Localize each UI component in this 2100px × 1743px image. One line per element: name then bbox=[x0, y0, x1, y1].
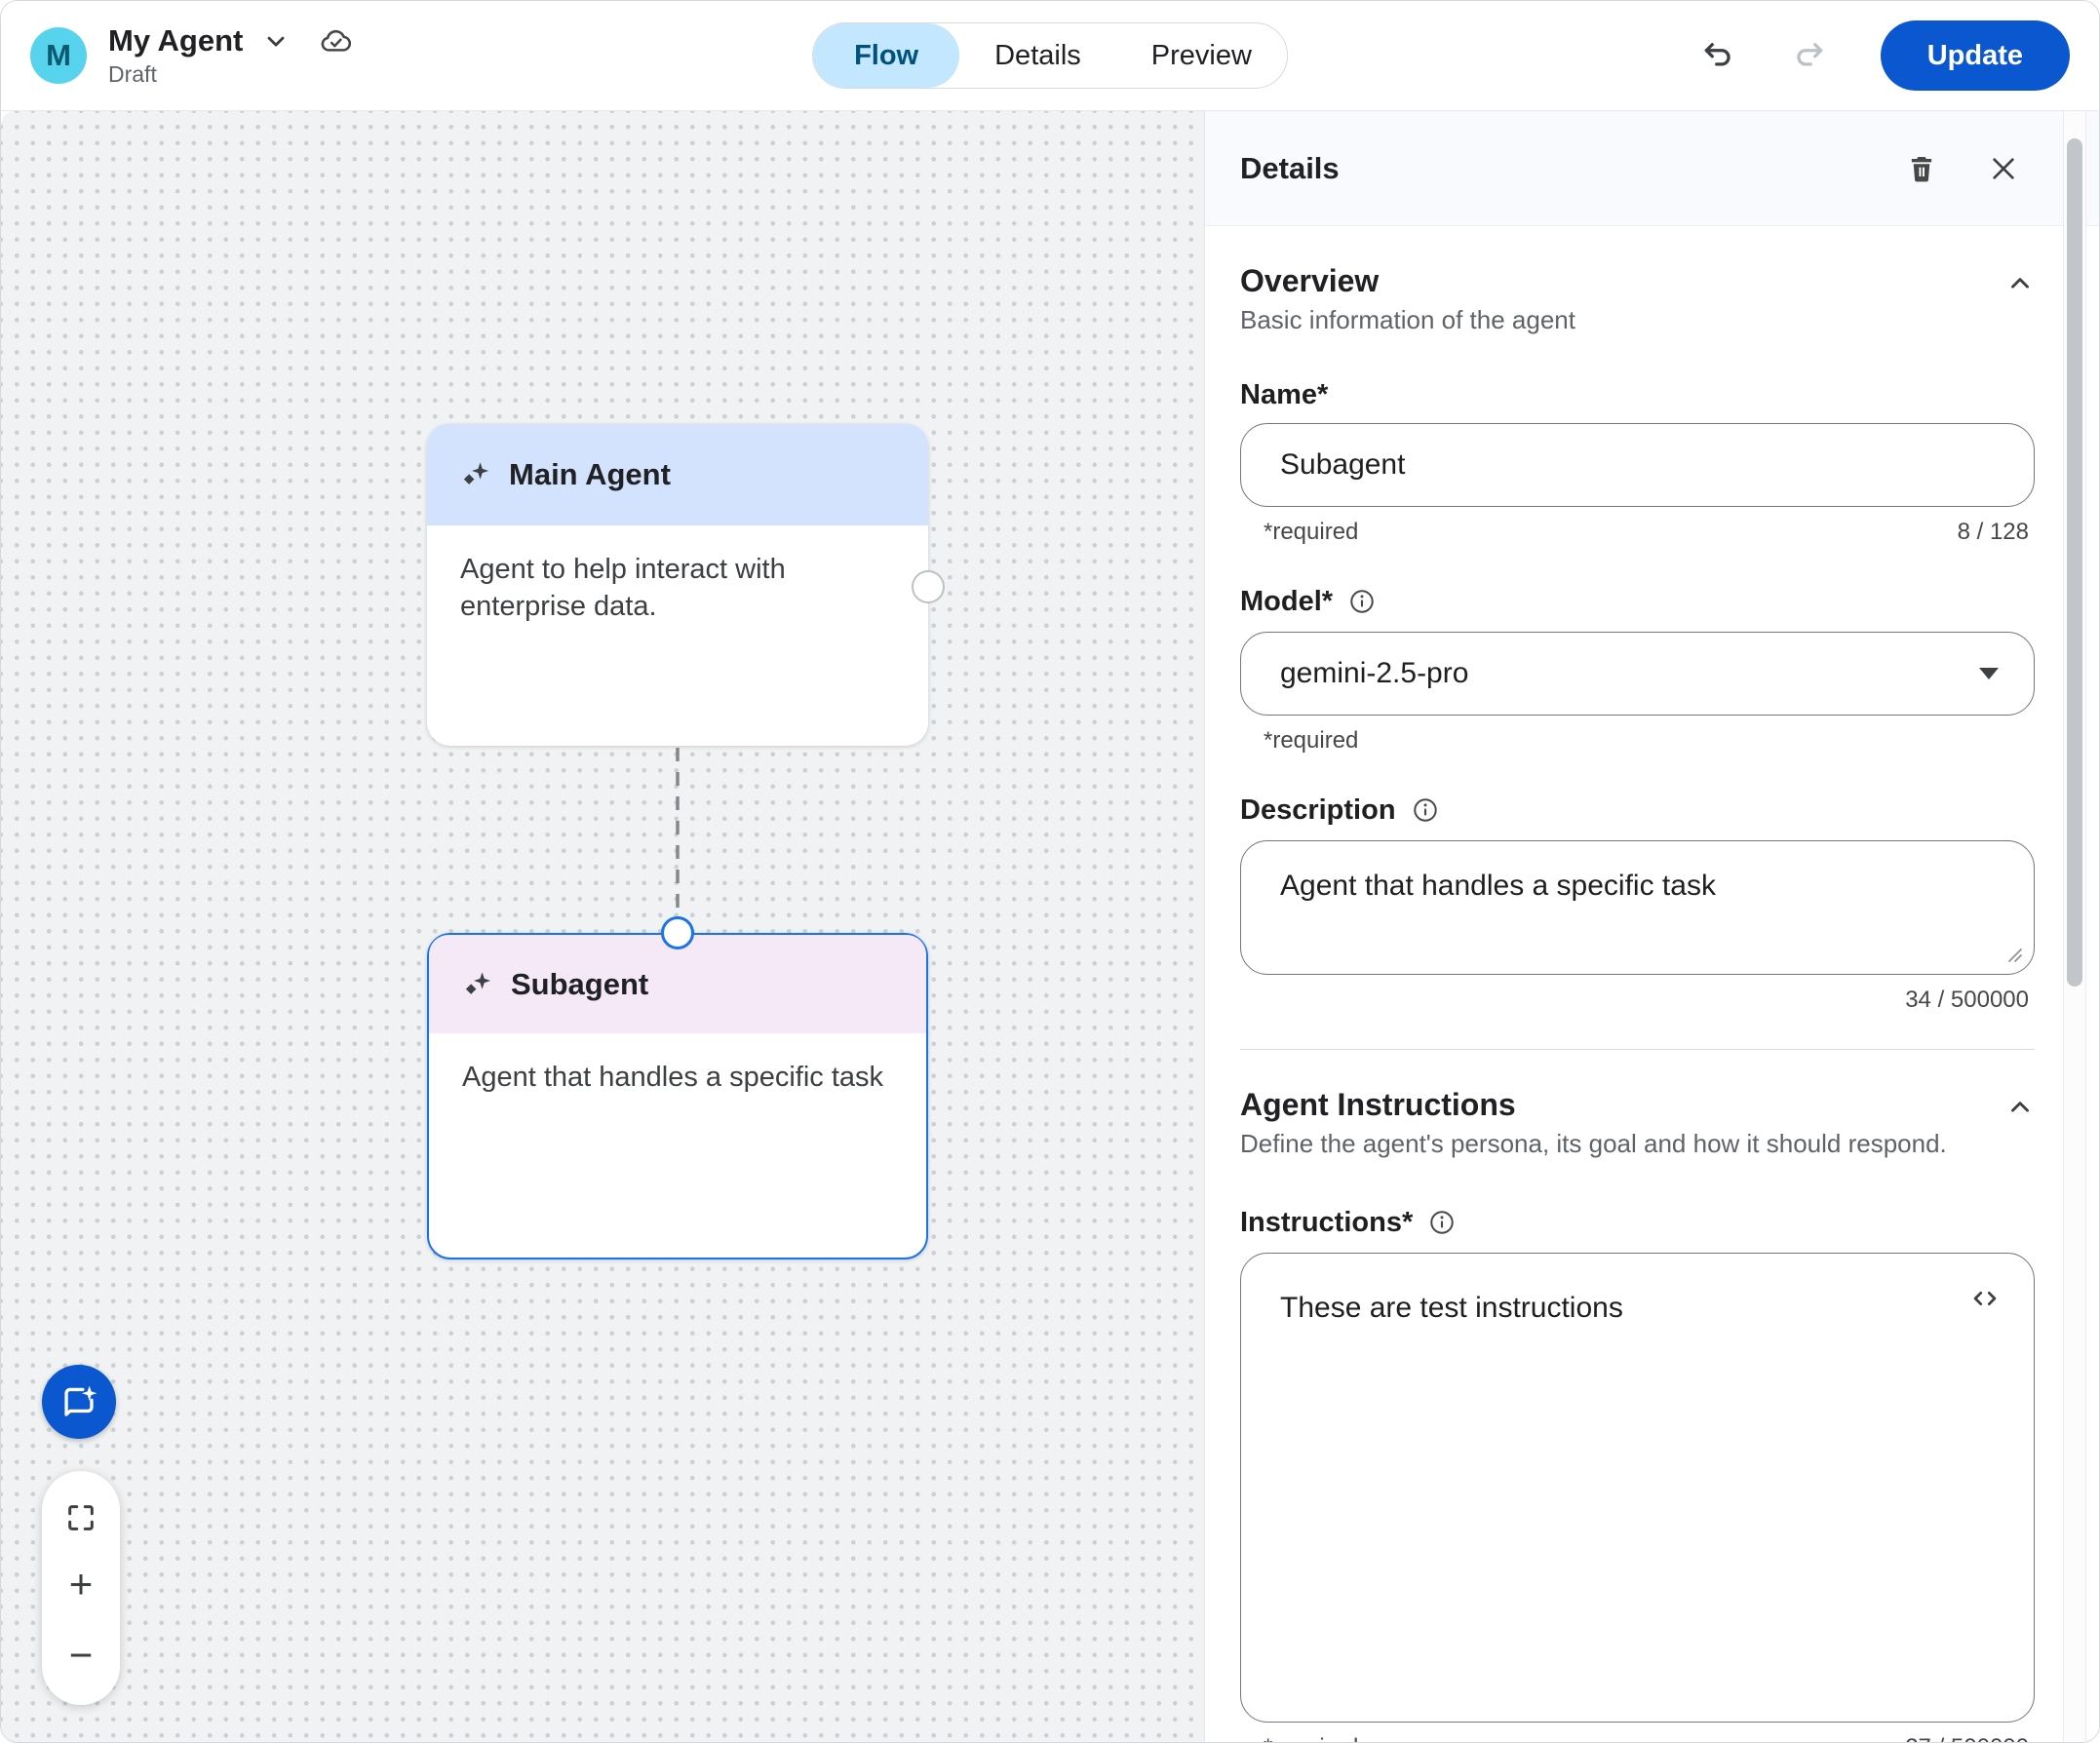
panel-scrollbar-thumb[interactable] bbox=[2067, 138, 2082, 987]
name-label: Name* bbox=[1240, 379, 1329, 410]
page-title: My Agent bbox=[108, 23, 244, 58]
agent-instructions-subheading: Define the agent's persona, its goal and… bbox=[1240, 1129, 1947, 1158]
chat-sparkle-icon bbox=[64, 1385, 97, 1416]
details-panel-body: Overview Basic information of the agent … bbox=[1205, 226, 2099, 1742]
zoom-out-button[interactable]: − bbox=[68, 1631, 94, 1678]
overview-subheading: Basic information of the agent bbox=[1240, 305, 1575, 334]
panel-scrollbar-track[interactable] bbox=[2063, 111, 2086, 1742]
resize-handle-icon[interactable] bbox=[2005, 946, 2023, 963]
agent-instructions-heading: Agent Instructions bbox=[1240, 1087, 1516, 1122]
collapse-overview-button[interactable] bbox=[2005, 269, 2035, 298]
ai-chat-button[interactable] bbox=[42, 1365, 116, 1439]
node-subagent-header: Subagent bbox=[429, 935, 926, 1033]
model-info-icon[interactable] bbox=[1348, 588, 1376, 615]
node-description: Agent that handles a specific task bbox=[462, 1062, 884, 1093]
dropdown-caret-icon bbox=[1979, 668, 1999, 679]
sparkle-icon bbox=[462, 969, 493, 1000]
name-input[interactable] bbox=[1240, 423, 2035, 507]
node-subagent[interactable]: Subagent Agent that handles a specific t… bbox=[427, 933, 928, 1259]
collapse-agent-instructions-button[interactable] bbox=[2005, 1093, 2035, 1122]
model-required-hint: *required bbox=[1264, 727, 1359, 754]
node-title: Subagent bbox=[511, 966, 649, 1001]
status-badge: Draft bbox=[108, 61, 157, 87]
agent-title-block: My Agent Draft bbox=[108, 23, 352, 88]
model-select[interactable]: gemini-2.5-pro bbox=[1240, 632, 2035, 716]
view-tabs: Flow Details Preview bbox=[812, 22, 1288, 89]
tab-preview[interactable]: Preview bbox=[1116, 23, 1287, 88]
instructions-info-icon[interactable] bbox=[1428, 1209, 1456, 1236]
model-label: Model* bbox=[1240, 586, 1334, 617]
canvas-zoom-toolbar: + − bbox=[42, 1471, 120, 1705]
instructions-char-counter: 27 / 500000 bbox=[1905, 1734, 2029, 1742]
zoom-in-button[interactable]: + bbox=[68, 1561, 94, 1607]
description-info-icon[interactable] bbox=[1412, 796, 1439, 824]
instructions-required-hint: *required bbox=[1264, 1734, 1358, 1742]
node-title: Main Agent bbox=[509, 457, 671, 491]
header-actions: Update bbox=[1701, 20, 2070, 91]
description-label: Description bbox=[1240, 794, 1396, 826]
tab-flow[interactable]: Flow bbox=[813, 23, 960, 88]
node-description: Agent to help interact with enterprise d… bbox=[460, 554, 786, 623]
model-selected-value: gemini-2.5-pro bbox=[1280, 657, 1469, 689]
panel-title: Details bbox=[1240, 150, 1340, 185]
section-divider bbox=[1240, 1049, 2035, 1050]
avatar: M bbox=[30, 27, 87, 84]
node-main-agent-header: Main Agent bbox=[427, 424, 928, 525]
description-char-counter: 34 / 500000 bbox=[1905, 987, 2029, 1013]
instructions-textarea[interactable]: These are test instructions bbox=[1240, 1253, 2035, 1723]
main-area: Main Agent Agent to help interact with e… bbox=[1, 110, 2099, 1742]
undo-button[interactable] bbox=[1701, 38, 1736, 73]
edge-main-to-subagent bbox=[676, 748, 680, 916]
connector-port-subagent-top[interactable] bbox=[661, 916, 694, 949]
cloud-saved-icon bbox=[319, 24, 352, 58]
instructions-label: Instructions* bbox=[1240, 1207, 1414, 1238]
connector-port-main-right[interactable] bbox=[912, 570, 945, 603]
overview-heading: Overview bbox=[1240, 263, 1380, 298]
top-header: M My Agent Draft Flow Details Preview bbox=[1, 1, 2099, 110]
description-textarea[interactable]: Agent that handles a specific task bbox=[1240, 840, 2035, 975]
chevron-down-icon[interactable] bbox=[262, 27, 290, 55]
update-button[interactable]: Update bbox=[1880, 20, 2070, 91]
fit-screen-button[interactable] bbox=[64, 1501, 97, 1534]
sparkle-icon bbox=[460, 459, 491, 490]
close-panel-button[interactable] bbox=[1988, 153, 2019, 184]
redo-button[interactable] bbox=[1791, 38, 1826, 73]
name-required-hint: *required bbox=[1264, 519, 1359, 545]
tab-details[interactable]: Details bbox=[959, 23, 1116, 88]
flow-canvas[interactable]: Main Agent Agent to help interact with e… bbox=[1, 111, 1205, 1742]
delete-node-button[interactable] bbox=[1906, 153, 1937, 184]
code-view-icon[interactable] bbox=[1968, 1282, 2002, 1315]
details-panel: Details bbox=[1205, 111, 2099, 1742]
node-main-agent[interactable]: Main Agent Agent to help interact with e… bbox=[427, 424, 928, 746]
name-char-counter: 8 / 128 bbox=[1957, 519, 2029, 545]
details-panel-header: Details bbox=[1205, 111, 2099, 226]
